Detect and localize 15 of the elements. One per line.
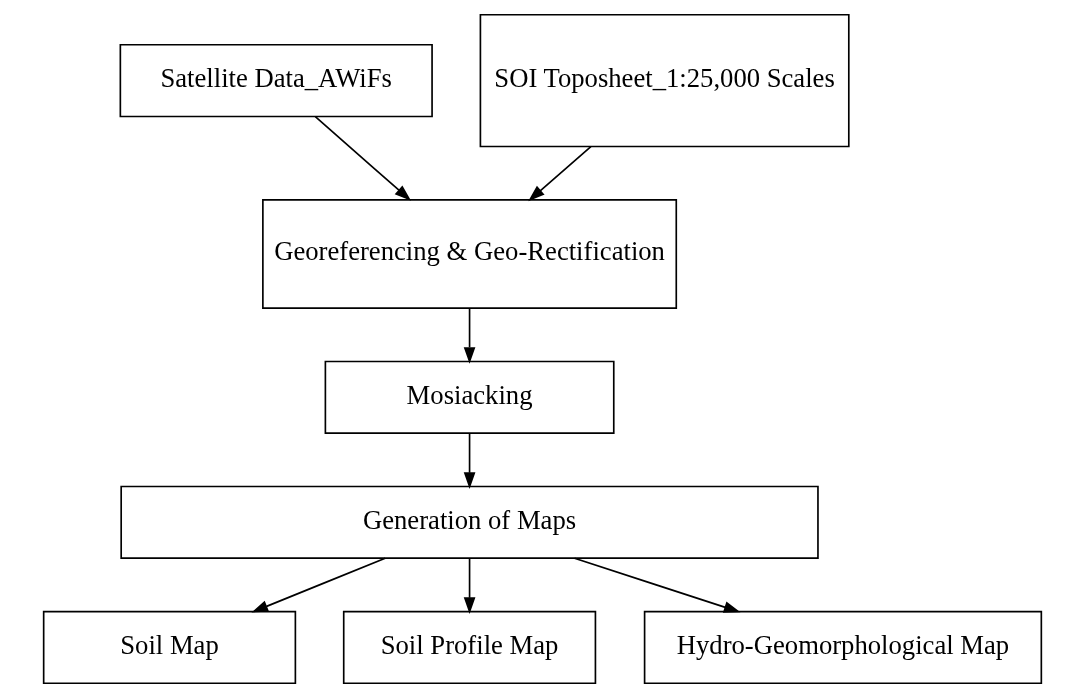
arrow — [463, 432, 475, 489]
node-box: SOI Toposheet_1:25,000 Scales — [479, 13, 850, 148]
node-box: Mosiacking — [324, 360, 615, 434]
node-box: Soil Map — [42, 610, 296, 685]
node-box: Satellite Data_AWiFs — [119, 43, 433, 118]
node-box: Soil Profile Map — [342, 610, 596, 685]
arrow — [463, 557, 475, 615]
arrow — [463, 307, 475, 364]
node-box: Hydro-Geomorphological Map — [643, 610, 1042, 685]
arrow — [250, 557, 386, 613]
node-box: Generation of Maps — [119, 485, 819, 560]
arrow — [573, 557, 740, 613]
node-box: Georeferencing & Geo-Rectification — [261, 198, 677, 309]
arrow — [314, 115, 411, 201]
arrow — [527, 145, 592, 202]
